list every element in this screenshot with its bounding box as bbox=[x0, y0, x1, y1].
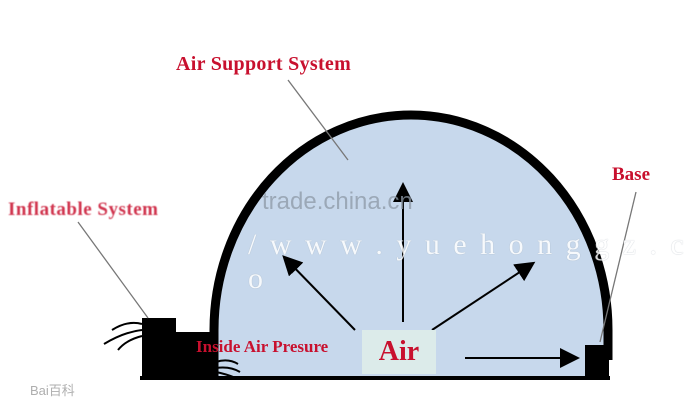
leader-air-support bbox=[287, 79, 349, 161]
leader-base bbox=[599, 191, 637, 343]
blower-unit bbox=[142, 332, 216, 378]
watermark-baidu: Bai百科 bbox=[30, 383, 75, 398]
label-inside-air-pressure: Inside Air Presure bbox=[196, 337, 329, 356]
watermark-site: trade.china.cn bbox=[262, 188, 413, 215]
watermark-url: / w w w . y u e h o n g g z . c o bbox=[248, 228, 687, 295]
label-base: Base bbox=[612, 164, 650, 185]
arrow-upper-right bbox=[431, 261, 536, 331]
dome-interior bbox=[214, 115, 608, 378]
label-air: Air bbox=[362, 330, 436, 374]
dome-outline bbox=[209, 110, 613, 376]
arrow-upper-left bbox=[282, 255, 356, 331]
leader-inflatable bbox=[77, 221, 149, 319]
label-air-support-system: Air Support System bbox=[176, 53, 352, 75]
label-inflatable-system: Inflatable System bbox=[8, 199, 159, 220]
blower-wisps bbox=[103, 321, 241, 379]
pressure-arrows bbox=[282, 182, 580, 368]
blower-top bbox=[142, 318, 176, 338]
base-block bbox=[585, 345, 609, 379]
